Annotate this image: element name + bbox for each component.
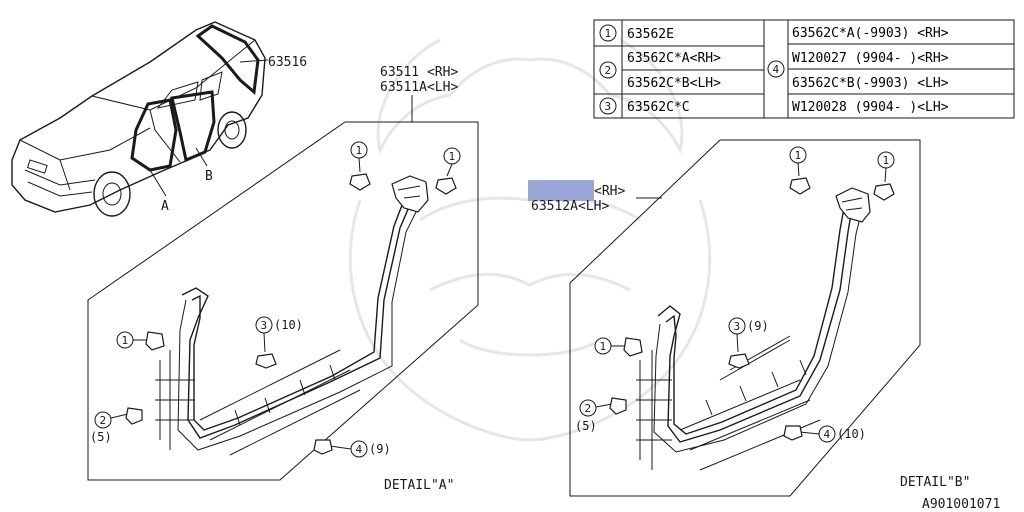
svg-text:2: 2 [100,414,107,427]
svg-text:4: 4 [356,443,363,456]
parts-table: 1 63562E 2 63562C*A<RH> 63562C*B<LH> 3 6… [593,19,1015,119]
svg-text:(5): (5) [575,419,597,433]
callout-63512-rh: <RH> [594,184,625,199]
svg-text:1: 1 [122,334,129,347]
callout-63511-rh: 63511 <RH> [380,65,458,80]
svg-text:1: 1 [600,340,607,353]
callout-63512a-lh: 63512A<LH> [531,199,609,214]
svg-text:3: 3 [261,319,268,332]
table-row1-part: 63562E [627,27,674,42]
svg-text:1: 1 [356,144,363,157]
callout-63511a-lh: 63511A<LH> [380,80,458,95]
leader-b [195,147,208,167]
svg-text:1: 1 [883,154,890,167]
svg-text:(5): (5) [90,430,112,444]
leader-a [149,169,167,197]
table-group4-part-4: W120028 (9904- )<LH> [792,100,949,115]
rear-door-weatherstrip [653,187,871,453]
svg-text:1: 1 [449,150,456,163]
car-label-b: B [205,169,213,184]
svg-text:(9): (9) [369,442,391,456]
table-group4-part-1: 63562C*A(-9903) <RH> [792,26,949,41]
svg-text:2: 2 [585,402,592,415]
svg-text:4: 4 [824,428,831,441]
detail-b-hatching [636,335,821,471]
table-row3-part: 63562C*C [627,100,690,115]
svg-text:3: 3 [734,320,741,333]
table-group4-part-2: W120027 (9904- )<RH> [792,51,949,66]
table-row1-num: 1 [605,27,612,40]
drawing-id: A901001071 [922,497,1000,512]
car-label-a: A [161,199,169,214]
table-row2-part-a: 63562C*A<RH> [627,51,721,66]
table-group4-part-3: 63562C*B(-9903) <LH> [792,76,949,91]
detail-a-clips: 1 1 1 3 (10) 2 (5) 4 (9) [90,141,461,458]
svg-text:(10): (10) [837,427,866,441]
detail-b-frame [569,139,921,497]
table-row2-num: 2 [605,64,612,77]
redaction-box [528,180,594,201]
front-door-weatherstrip [177,175,429,451]
detail-a-label: DETAIL"A" [384,478,454,493]
table-row3-num: 3 [605,100,612,113]
detail-b-label: DETAIL"B" [900,475,970,490]
svg-text:(10): (10) [274,318,303,332]
leader-63516 [239,59,269,63]
detail-b-clips: 1 1 1 3 (9) 2 (5) 4 (10) [575,146,895,443]
table-group4-num: 4 [773,63,780,76]
svg-text:1: 1 [795,149,802,162]
table-row2-part-b: 63562C*B<LH> [627,76,721,91]
detail-a-frame [87,121,479,481]
vehicle-illustration [11,21,266,217]
callout-63516: 63516 [268,55,307,70]
svg-text:(9): (9) [747,319,769,333]
detail-a-hatching [155,349,361,456]
